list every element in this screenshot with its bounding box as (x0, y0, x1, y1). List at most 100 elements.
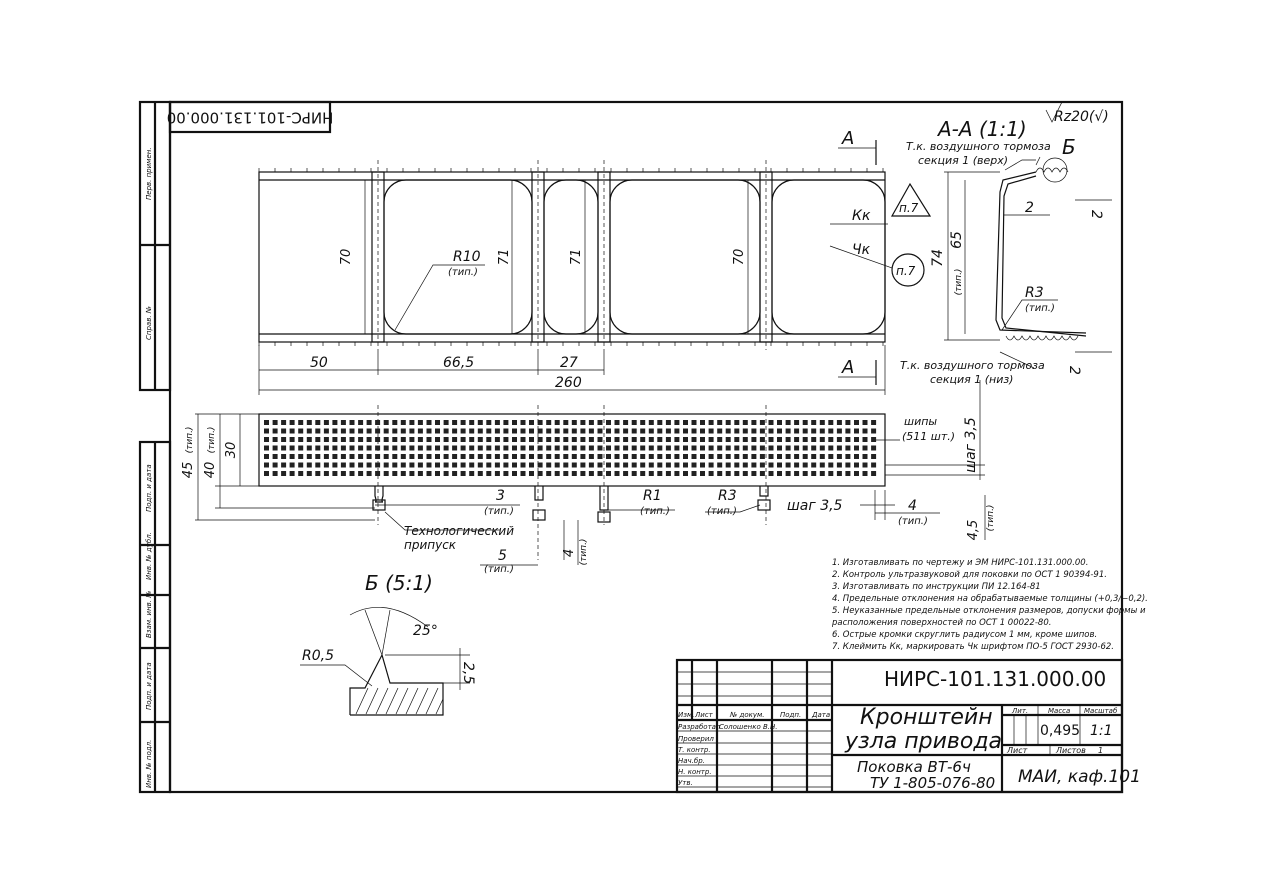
spike (717, 454, 723, 459)
spike (366, 471, 372, 476)
spike (674, 471, 680, 476)
dim-3: 3 (496, 488, 505, 504)
spike (802, 454, 808, 459)
col-list: Лист (694, 711, 714, 719)
dim-70a: 70 (339, 249, 354, 266)
spike (452, 428, 458, 434)
note-2: 2. Контроль ультразвуковой для поковки п… (832, 570, 1107, 580)
spike (700, 454, 705, 459)
spike (460, 471, 466, 476)
spike (862, 445, 868, 451)
spike (811, 437, 817, 442)
spike (332, 462, 338, 468)
spike (512, 445, 517, 451)
spike (571, 445, 577, 451)
spike (469, 420, 475, 425)
dim-4-5: 4,5 (966, 520, 981, 541)
spike (614, 420, 620, 425)
role-tcontr: Т. контр. (678, 746, 711, 754)
detail-angle: 25° (413, 623, 438, 639)
spike (623, 454, 629, 459)
spike (623, 462, 629, 468)
spike (665, 462, 671, 468)
spike (665, 454, 671, 459)
spike (435, 471, 440, 476)
spike (409, 437, 415, 442)
spike (794, 437, 800, 442)
spike (340, 437, 346, 442)
spike (768, 471, 774, 476)
spike (264, 445, 269, 451)
spike (683, 454, 688, 459)
spike (717, 445, 723, 451)
spike (503, 420, 509, 425)
spike (614, 471, 620, 476)
dim-2c: 2 (1066, 366, 1082, 375)
spike (477, 428, 483, 434)
spike (349, 454, 355, 459)
spike (563, 437, 569, 442)
spike (417, 454, 423, 459)
spike (340, 462, 346, 468)
spike (332, 428, 338, 434)
dim-40-note: (тип.) (207, 427, 217, 454)
spike (340, 445, 346, 451)
spike (554, 471, 560, 476)
spike (383, 437, 389, 442)
spike (460, 462, 466, 468)
spike (819, 420, 825, 425)
spike (400, 462, 406, 468)
spike (725, 471, 731, 476)
spike (443, 420, 449, 425)
spike (777, 462, 782, 468)
strip-inv-podl: Инв. № подл. (145, 740, 153, 788)
spike (794, 454, 800, 459)
spike (802, 437, 808, 442)
spike (400, 471, 406, 476)
spike (640, 454, 646, 459)
spike (597, 437, 603, 442)
spike (375, 445, 381, 451)
spike (315, 454, 321, 459)
spike (828, 462, 834, 468)
spike (580, 420, 586, 425)
spike (759, 437, 765, 442)
spike (845, 420, 851, 425)
spike (426, 437, 432, 442)
spike (854, 437, 859, 442)
spike (289, 437, 295, 442)
spike (606, 420, 611, 425)
spike (469, 462, 475, 468)
note-p7a: п.7 (899, 201, 919, 215)
spike (272, 445, 278, 451)
spike (426, 462, 432, 468)
spike (580, 462, 586, 468)
spike (469, 437, 475, 442)
spike (332, 471, 338, 476)
spike (349, 471, 355, 476)
spike (443, 462, 449, 468)
spike (264, 462, 269, 468)
spike (768, 428, 774, 434)
spike (768, 437, 774, 442)
spike (486, 462, 492, 468)
spike (520, 454, 526, 459)
spike (435, 445, 440, 451)
spike (631, 437, 637, 442)
spike (460, 445, 466, 451)
spike (811, 471, 817, 476)
strip-podp1: Подп. и дата (145, 464, 153, 512)
spike (306, 428, 312, 434)
spike (836, 471, 842, 476)
spike (648, 471, 654, 476)
col-izm: Изм. (678, 711, 694, 719)
spike (708, 454, 714, 459)
spike (794, 420, 800, 425)
spike (571, 437, 577, 442)
spike (819, 428, 825, 434)
spike (717, 437, 723, 442)
spike (606, 471, 611, 476)
spike (836, 420, 842, 425)
spike (683, 471, 688, 476)
spike (546, 437, 552, 442)
